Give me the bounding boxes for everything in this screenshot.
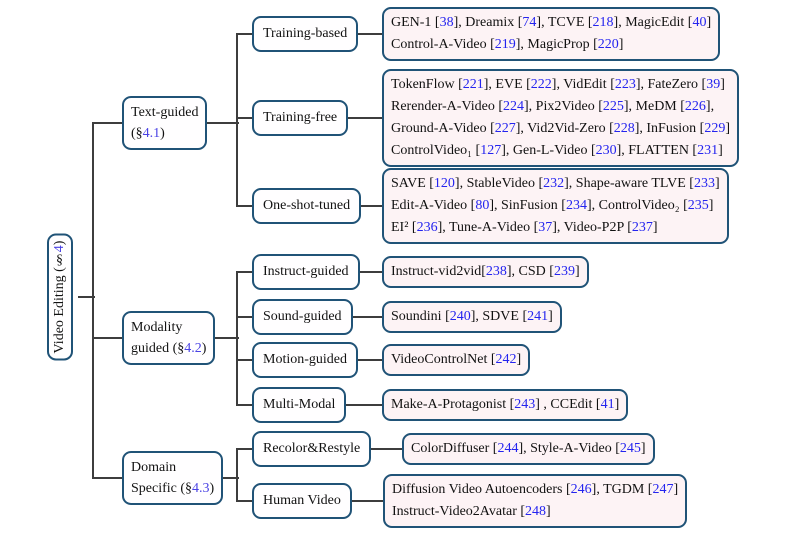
category-motion-guided: Motion-guided — [252, 342, 358, 378]
leaf-multi-modal-papers: Make-A-Protagonist [243] , CCEdit [41] — [382, 389, 629, 421]
paper-list-line: GEN-1 [38], Dreamix [74], TCVE [218], Ma… — [391, 15, 712, 30]
leaf-recolor-restyle-papers: ColorDiffuser [244], Style-A-Video [245] — [402, 433, 655, 465]
paper-list-line: Instruct-vid2vid[238], CSD [239] — [391, 264, 580, 279]
branch-label-line: guided (§4.2) — [131, 341, 207, 356]
leaf-training-free-papers: TokenFlow [221], EVE [222], VidEdit [223… — [382, 69, 740, 167]
leaf-human-video-papers: Diffusion Video Autoencoders [246], TGDM… — [383, 474, 688, 528]
root-node-label: Video Editing (§4) — [47, 233, 73, 361]
leaf-motion-guided-papers: VideoControlNet [242] — [382, 344, 531, 376]
category-human-video: Human Video — [252, 483, 352, 519]
category-instruct-guided: Instruct-guided — [252, 254, 360, 290]
leaf-one-shot-tuned-papers: SAVE [120], StableVideo [232], Shape-awa… — [382, 168, 729, 244]
branch-label-line: Specific (§4.3) — [131, 481, 215, 496]
paper-list-line: ColorDiffuser [244], Style-A-Video [245] — [411, 441, 646, 456]
paper-list-line: VideoControlNet [242] — [391, 352, 522, 367]
paper-list-line: Diffusion Video Autoencoders [246], TGDM… — [392, 482, 679, 497]
branch-label-line: Domain — [131, 460, 177, 475]
paper-list-line: Ground-A-Video [227], Vid2Vid-Zero [228]… — [391, 121, 731, 136]
branch-label-line: Modality — [131, 320, 183, 335]
paper-list-line: SAVE [120], StableVideo [232], Shape-awa… — [391, 176, 720, 191]
paper-list-line: Edit-A-Video [80], SinFusion [234], Cont… — [391, 198, 714, 213]
leaf-sound-guided-papers: Soundini [240], SDVE [241] — [382, 301, 562, 333]
paper-list-line: ControlVideo₁ [127], Gen-L-Video [230], … — [391, 143, 723, 158]
category-training-free: Training-free — [252, 100, 349, 136]
branch-label-line: (§4.1) — [131, 126, 165, 141]
root-node-video-editing: Video Editing (§4) — [47, 233, 73, 361]
paper-list-line: Rerender-A-Video [224], Pix2Video [225],… — [391, 99, 715, 114]
branch-text-guided: Text-guided (§4.1) — [122, 96, 208, 150]
paper-list-line: EI² [236], Tune-A-Video [37], Video-P2P … — [391, 220, 658, 235]
paper-list-line: Instruct-Video2Avatar [248] — [392, 504, 551, 519]
category-one-shot-tuned: One-shot-tuned — [252, 188, 362, 224]
leaf-instruct-guided-papers: Instruct-vid2vid[238], CSD [239] — [382, 256, 589, 288]
category-recolor-restyle: Recolor&Restyle — [252, 431, 372, 467]
paper-list-line: Control-A-Video [219], MagicProp [220] — [391, 37, 624, 52]
category-multi-modal: Multi-Modal — [252, 387, 347, 423]
category-sound-guided: Sound-guided — [252, 299, 353, 335]
paper-list-line: Make-A-Protagonist [243] , CCEdit [41] — [391, 397, 620, 412]
category-training-based: Training-based — [252, 16, 359, 52]
paper-list-line: TokenFlow [221], EVE [222], VidEdit [223… — [391, 77, 725, 92]
branch-modality-guided: Modality guided (§4.2) — [122, 311, 216, 365]
leaf-training-based-papers: GEN-1 [38], Dreamix [74], TCVE [218], Ma… — [382, 7, 721, 61]
paper-list-line: Soundini [240], SDVE [241] — [391, 309, 553, 324]
branch-domain-specific: Domain Specific (§4.3) — [122, 451, 224, 505]
branch-label-line: Text-guided — [131, 105, 199, 120]
